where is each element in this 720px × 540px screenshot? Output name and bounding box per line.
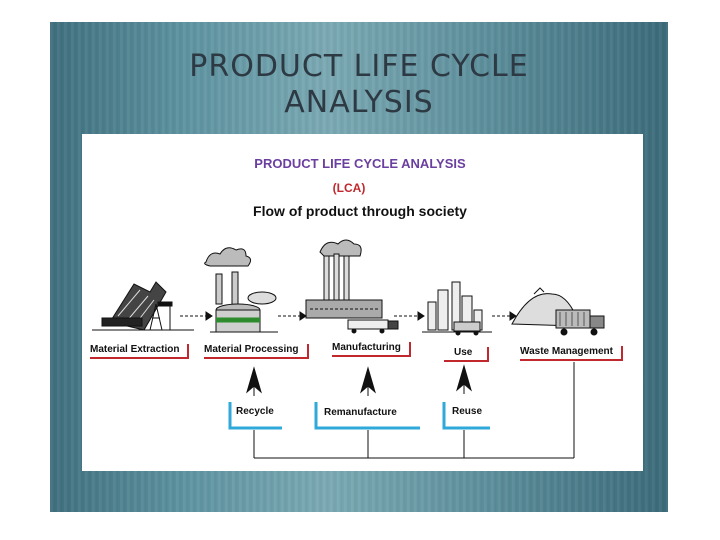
return-flow-line	[253, 362, 575, 459]
flow-arrows	[180, 311, 517, 321]
lca-diagram: PRODUCT LIFE CYCLE ANALYSIS (LCA) Flow o…	[90, 156, 623, 459]
diagram-caption: Flow of product through society	[253, 203, 467, 219]
feedback-arrows	[246, 364, 472, 396]
stage-material-processing: Material Processing	[204, 344, 309, 359]
processing-plant-icon	[204, 247, 278, 333]
feedback-label: Reuse	[452, 406, 482, 417]
diagram-heading: PRODUCT LIFE CYCLE ANALYSIS	[254, 156, 466, 171]
feedback-recycle: Recycle	[228, 402, 282, 430]
diagram-panel: PRODUCT LIFE CYCLE ANALYSIS (LCA) Flow o…	[82, 134, 643, 471]
stage-label: Manufacturing	[332, 342, 401, 353]
stage-manufacturing: Manufacturing	[332, 342, 411, 357]
garbage-truck-icon	[511, 287, 605, 336]
slide-title-line1: PRODUCT LIFE CYCLE	[189, 49, 529, 84]
diagram-subheading: (LCA)	[333, 181, 366, 195]
feedback-remanufacture: Remanufacture	[314, 402, 420, 430]
stage-label: Use	[454, 347, 473, 358]
stage-material-extraction: Material Extraction	[90, 344, 189, 359]
stage-use: Use	[444, 347, 489, 362]
factory-icon	[305, 239, 399, 334]
mining-rig-icon	[92, 281, 194, 331]
city-icon	[422, 281, 492, 336]
feedback-label: Recycle	[236, 406, 274, 417]
stage-label: Material Extraction	[90, 344, 179, 355]
slide-title-line2: ANALYSIS	[284, 85, 434, 120]
stage-waste-management: Waste Management	[520, 346, 623, 361]
stage-label: Waste Management	[520, 346, 614, 357]
stage-label: Material Processing	[204, 344, 298, 355]
feedback-reuse: Reuse	[442, 402, 490, 430]
feedback-label: Remanufacture	[324, 407, 397, 418]
